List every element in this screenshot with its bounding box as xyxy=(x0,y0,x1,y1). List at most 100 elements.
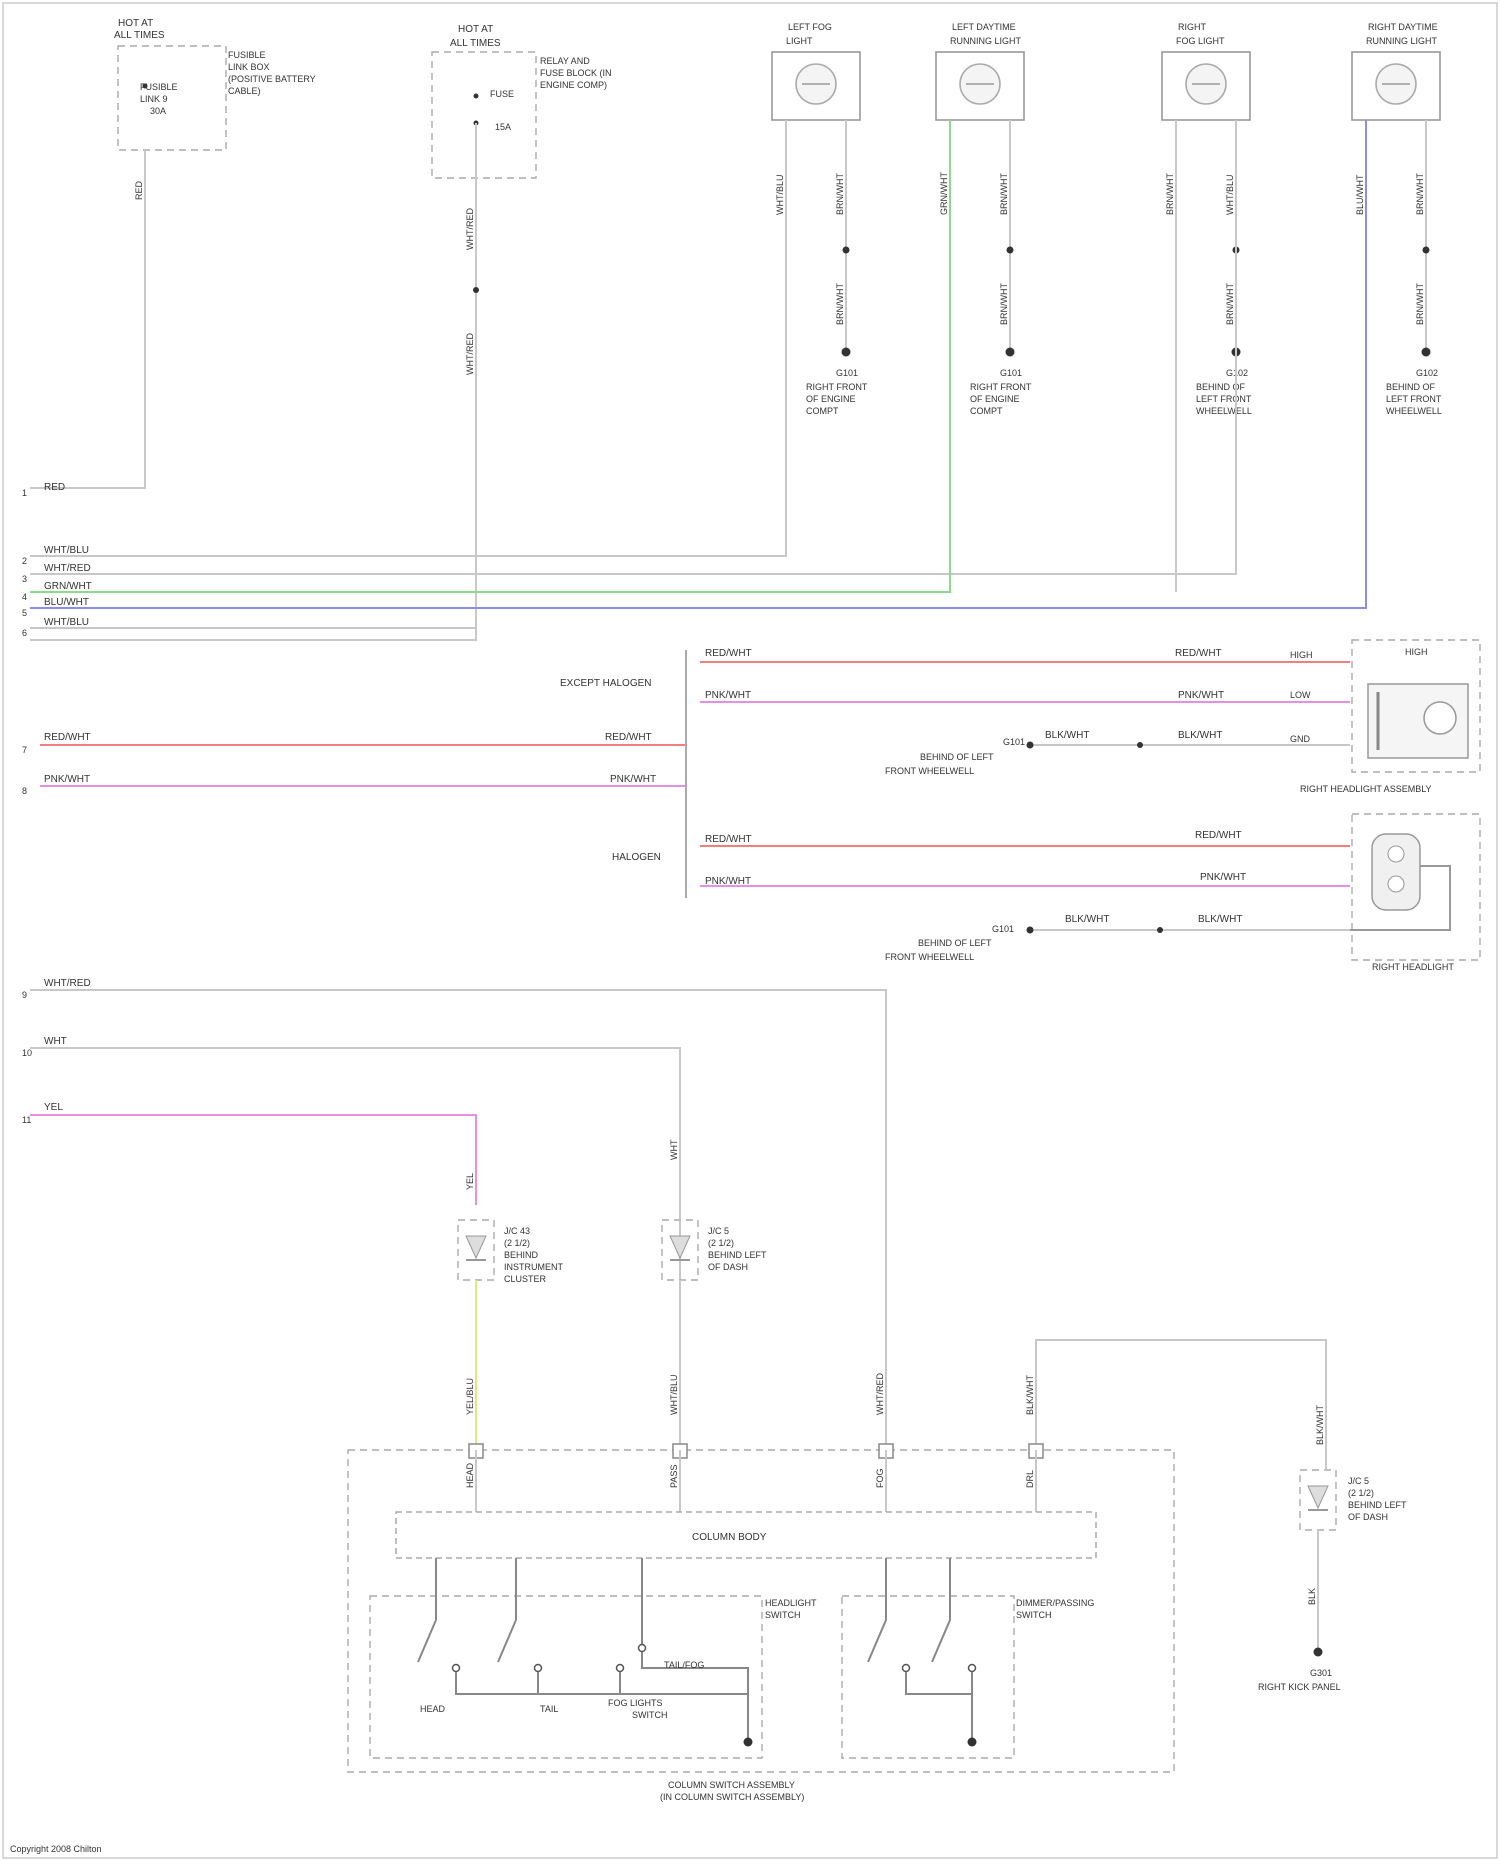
lamp-2-name-1: LEFT DAYTIME xyxy=(952,22,1016,32)
except-halogen-label: EXCEPT HALOGEN xyxy=(560,678,652,689)
diode3-line1: J/C 5 xyxy=(1348,1476,1369,1486)
hal-red-r: RED/WHT xyxy=(1195,830,1242,841)
lamp-1-ground xyxy=(842,348,851,357)
combo-label-2: (IN COLUMN SWITCH ASSEMBLY) xyxy=(660,1792,804,1802)
conn-2: PASS xyxy=(669,1465,679,1488)
pos-2: TAIL xyxy=(540,1704,558,1714)
fuse-left-desc-4: CABLE) xyxy=(228,86,261,96)
lamp-4-ground-1: G102 xyxy=(1416,368,1438,378)
lamp-3-wire-r: WHT/BLU xyxy=(1225,175,1235,216)
lamp-3-name-2: FOG LIGHT xyxy=(1176,36,1225,46)
hal-ground-3: FRONT WHEELWELL xyxy=(885,952,974,962)
diode-jc5-b: J/C 5 (2 1/2) BEHIND LEFT OF DASH xyxy=(1300,1470,1407,1530)
diode1-line4: INSTRUMENT xyxy=(504,1262,563,1272)
fuse-left-inner-2: LINK 9 xyxy=(140,94,168,104)
w-c-label: WHT/RED xyxy=(875,1373,885,1415)
w-e-label: BLK/WHT xyxy=(1315,1404,1325,1445)
w-b-label: WHT/BLU xyxy=(669,1375,679,1416)
lamp-3-ground-1: G102 xyxy=(1226,368,1248,378)
halogen-label: HALOGEN xyxy=(612,852,661,863)
hal-ground-2: BEHIND OF LEFT xyxy=(918,938,992,948)
wire-red-top: RED xyxy=(134,180,144,200)
lamp-4-name-2: RUNNING LIGHT xyxy=(1366,36,1438,46)
lamp-2-splice xyxy=(1007,247,1014,254)
hal-pink-l: PNK/WHT xyxy=(705,876,751,887)
fuse-right-title-2: ALL TIMES xyxy=(450,38,501,49)
lamp-2-ground xyxy=(1006,348,1015,357)
headlight-switch-1: HEADLIGHT xyxy=(765,1598,817,1608)
lamp-1-splice xyxy=(843,247,850,254)
bus-row-2-label: WHT/RED xyxy=(44,563,91,574)
lamp-1-ground-3: OF ENGINE xyxy=(806,394,856,404)
fuse-left-inner-3: 30A xyxy=(150,106,166,116)
left-pink-label-r: PNK/WHT xyxy=(610,774,656,785)
row-pin-4: 4 xyxy=(22,592,27,602)
fuse-right-wire-2: WHT/RED xyxy=(465,333,475,375)
lamp-3-ground-4: WHEELWELL xyxy=(1196,406,1252,416)
pos-4: SWITCH xyxy=(632,1710,668,1720)
pos-3: FOG LIGHTS xyxy=(608,1698,663,1708)
hid-gnd-l: BLK/WHT xyxy=(1045,730,1089,741)
lamp-3-wire-low: BRN/WHT xyxy=(1225,283,1235,325)
row-pin-6: 6 xyxy=(22,628,27,638)
diode2-line3: BEHIND LEFT xyxy=(708,1250,767,1260)
pos-1: HEAD xyxy=(420,1704,446,1714)
left-pink-label: PNK/WHT xyxy=(44,774,90,785)
dimmer-switch-2: SWITCH xyxy=(1016,1610,1052,1620)
w-blk-label: BLK xyxy=(1307,1588,1317,1605)
row-pin-7: 7 xyxy=(22,745,27,755)
hid-gnd-r: BLK/WHT xyxy=(1178,730,1222,741)
conn-4: DRL xyxy=(1025,1470,1035,1488)
headlight-switch-2: SWITCH xyxy=(765,1610,801,1620)
left-red-label: RED/WHT xyxy=(44,732,91,743)
hid-pin-2: LOW xyxy=(1290,690,1311,700)
headlight-switch-contacts xyxy=(418,1558,972,1740)
lamp-2-ground-3: OF ENGINE xyxy=(970,394,1020,404)
lamp-4-splice xyxy=(1423,247,1430,254)
fuse-right-desc-3: ENGINE COMP) xyxy=(540,80,607,90)
hid-red-r: RED/WHT xyxy=(1175,648,1222,659)
bus-row-2 xyxy=(30,120,1236,574)
w-a-label: YEL/BLU xyxy=(465,1378,475,1415)
lower-row1: WHT/RED xyxy=(44,978,91,989)
fuse-left-desc-1: FUSIBLE xyxy=(228,50,266,60)
diode1-line1: J/C 43 xyxy=(504,1226,530,1236)
lamp-4-ground-4: WHEELWELL xyxy=(1386,406,1442,416)
diode2-line4: OF DASH xyxy=(708,1262,748,1272)
hid-ground-1: G101 xyxy=(1003,737,1025,747)
lamp-1-wire-l: WHT/BLU xyxy=(775,175,785,216)
fuse-right-wire-1: WHT/RED xyxy=(465,208,475,250)
fuse-left-desc-3: (POSITIVE BATTERY xyxy=(228,74,316,84)
row-pin-5: 5 xyxy=(22,608,27,618)
bus-row-4-label: BLU/WHT xyxy=(44,597,89,608)
lamp-3-ground-2: BEHIND OF xyxy=(1196,382,1246,392)
row-pin-1: 1 xyxy=(22,488,27,498)
hid-pin-1: HIGH xyxy=(1290,650,1313,660)
hal-pink-r: PNK/WHT xyxy=(1200,872,1246,883)
fuse-right-inner-1: FUSE xyxy=(490,89,514,99)
lamp-2-ground-4: COMPT xyxy=(970,406,1003,416)
hid-red-l: RED/WHT xyxy=(705,648,752,659)
diode1-line5: CLUSTER xyxy=(504,1274,547,1284)
row-pin-3: 3 xyxy=(22,574,27,584)
hal-gnd-r: BLK/WHT xyxy=(1198,914,1242,925)
conn-3: FOG xyxy=(875,1469,885,1489)
diode2-line1: J/C 5 xyxy=(708,1226,729,1236)
fuse-right-title-1: HOT AT xyxy=(458,24,493,35)
lower-row2: WHT xyxy=(44,1036,67,1047)
bus-row-1-label: WHT/BLU xyxy=(44,545,89,556)
diode1-line2: (2 1/2) xyxy=(504,1238,530,1248)
ground-g301-desc: RIGHT KICK PANEL xyxy=(1258,1682,1341,1692)
fuse-left-title-1: HOT AT xyxy=(118,18,153,29)
lamp-1-name-2: LIGHT xyxy=(786,36,813,46)
hal-ground-1: G101 xyxy=(992,924,1014,934)
w-d-label: BLK/WHT xyxy=(1025,1374,1035,1415)
diode3-line3: BEHIND LEFT xyxy=(1348,1500,1407,1510)
row-pin-numbers: 1234567891011 xyxy=(22,488,32,1125)
diode1-line3: BEHIND xyxy=(504,1250,539,1260)
hal-red-l: RED/WHT xyxy=(705,834,752,845)
hid-pin-3: GND xyxy=(1290,734,1311,744)
pos-fog-on: TAIL/FOG xyxy=(664,1660,704,1670)
